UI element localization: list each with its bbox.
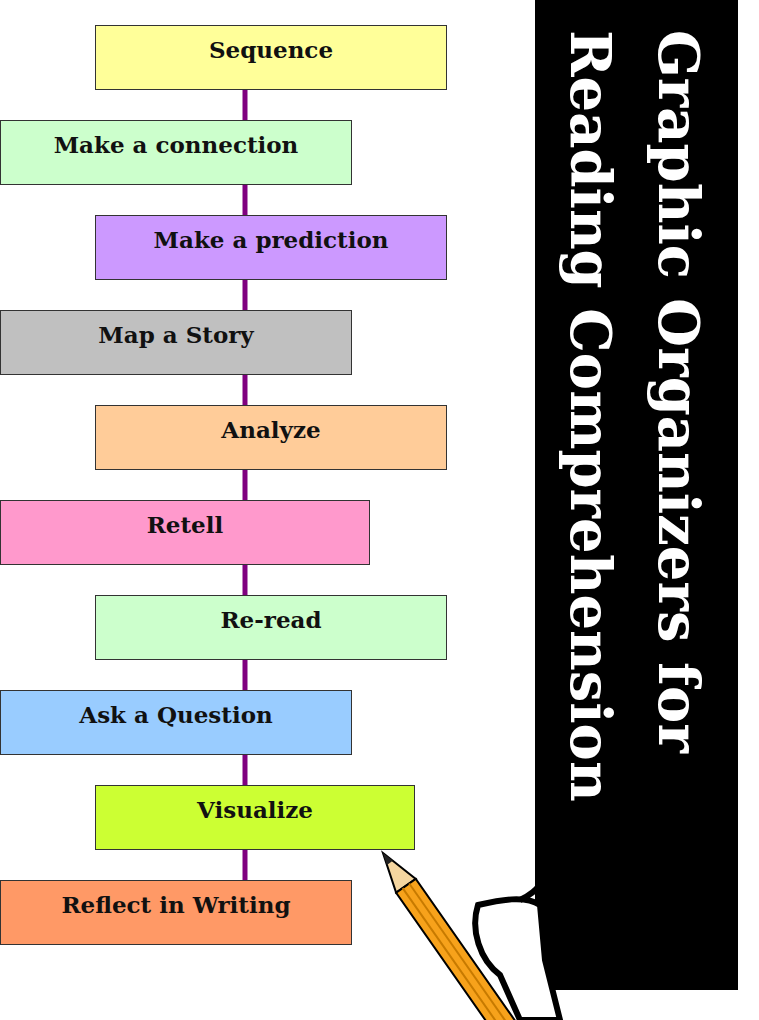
box-label: Visualize — [96, 786, 414, 823]
box-label: Retell — [1, 501, 369, 538]
finger-outline — [520, 870, 542, 900]
connector-line — [243, 660, 248, 690]
process-box: Make a connection — [0, 120, 352, 185]
process-box: Retell — [0, 500, 370, 565]
pencil-stripe — [409, 883, 509, 1020]
process-box: Make a prediction — [95, 215, 447, 280]
pencil-lead — [380, 851, 393, 865]
connector-line — [243, 375, 248, 405]
pencil-body — [396, 879, 516, 1020]
box-label: Analyze — [96, 406, 446, 443]
connector-line — [243, 565, 248, 595]
title-text: Graphic Organizers for Reading Comprehen… — [547, 30, 723, 980]
process-box: Visualize — [95, 785, 415, 850]
process-box: Analyze — [95, 405, 447, 470]
box-label: Ask a Question — [1, 691, 351, 728]
process-box: Ask a Question — [0, 690, 352, 755]
connector-line — [243, 185, 248, 215]
connector-line — [243, 755, 248, 785]
box-label: Sequence — [96, 26, 446, 63]
connector-line — [243, 280, 248, 310]
box-label: Map a Story — [1, 311, 351, 348]
process-box: Reflect in Writing — [0, 880, 352, 945]
process-box: Re-read — [95, 595, 447, 660]
box-label: Re-read — [96, 596, 446, 633]
process-box: Map a Story — [0, 310, 352, 375]
connector-line — [243, 90, 248, 120]
connector-line — [243, 470, 248, 500]
box-label: Make a connection — [1, 121, 351, 158]
connector-line — [243, 850, 248, 880]
box-label: Reflect in Writing — [1, 881, 351, 918]
pencil-stripe — [403, 888, 503, 1020]
process-box: Sequence — [95, 25, 447, 90]
box-label: Make a prediction — [96, 216, 446, 253]
title-banner: Graphic Organizers for Reading Comprehen… — [535, 0, 738, 990]
